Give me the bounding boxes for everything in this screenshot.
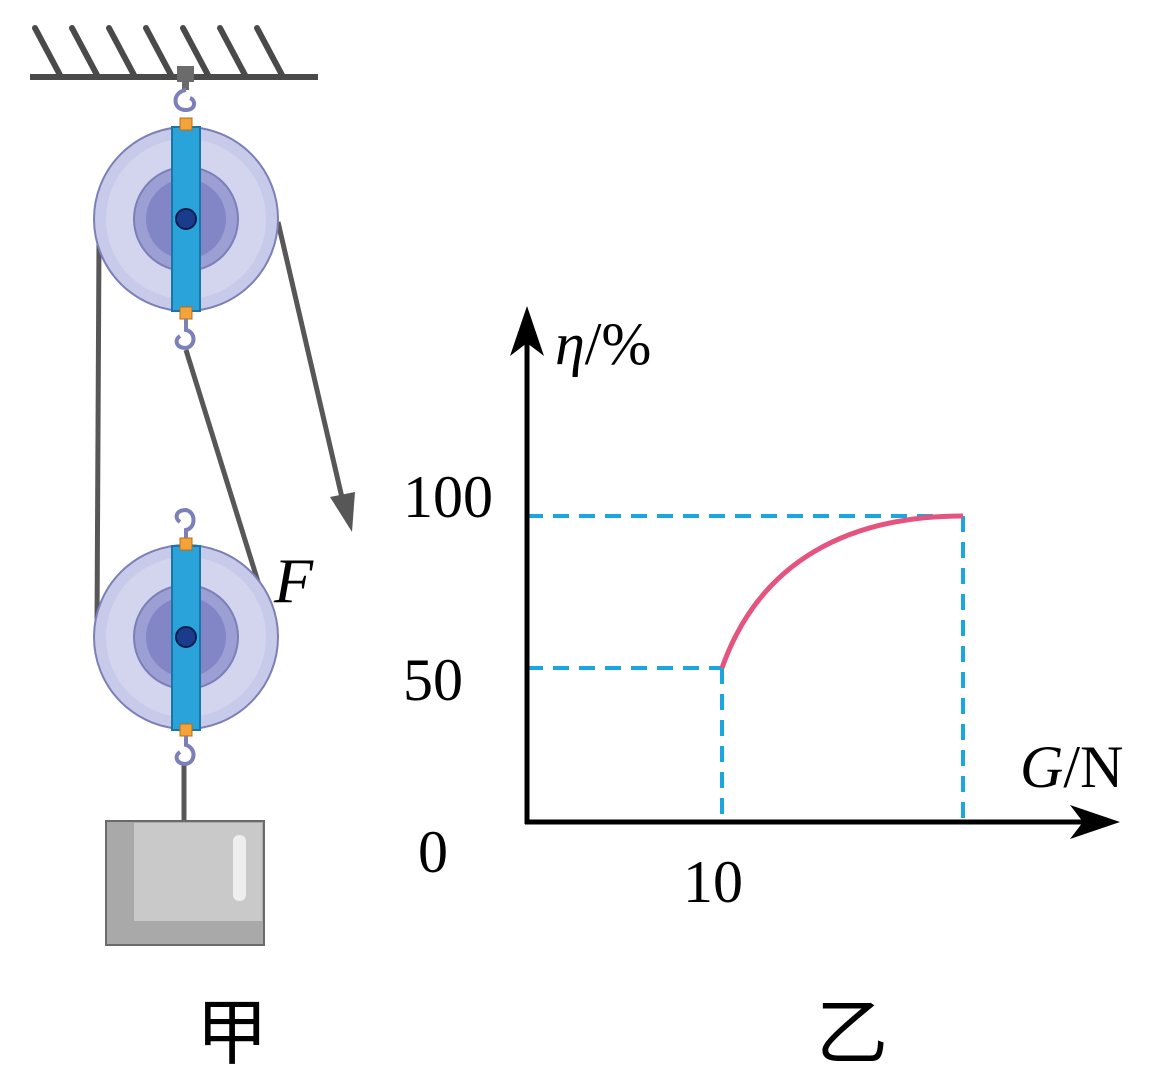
- origin-label: 0: [418, 819, 448, 885]
- efficiency-curve: [719, 513, 964, 669]
- weight-block-icon: [105, 820, 265, 946]
- y-axis-unit: /%: [585, 311, 652, 377]
- axes: [510, 306, 1120, 839]
- y-tick-50: 50: [403, 647, 463, 713]
- y-axis-arrow-icon: [510, 306, 544, 356]
- efficiency-chart: η/% G/N 100 50 0 10 乙: [403, 306, 1123, 1075]
- fixed-pulley-icon: [93, 88, 279, 351]
- ceiling-hatch-icon: [30, 25, 318, 90]
- x-axis-arrow-icon: [1070, 805, 1120, 839]
- x-axis-symbol: G: [1020, 734, 1063, 800]
- caption-left: 甲: [196, 991, 268, 1075]
- force-arrow-icon: [275, 221, 355, 532]
- caption-right: 乙: [816, 991, 888, 1075]
- y-tick-100: 100: [403, 464, 493, 530]
- y-axis-symbol: η: [555, 311, 585, 377]
- x-axis-label: G/N: [1020, 734, 1123, 800]
- movable-pulley-icon: [93, 507, 279, 767]
- guide-lines: [527, 514, 965, 822]
- force-label: F: [273, 545, 314, 616]
- x-axis-unit: /N: [1063, 734, 1123, 800]
- y-axis-label: η/%: [555, 311, 651, 377]
- x-tick-10: 10: [683, 849, 743, 915]
- rope: [94, 239, 262, 822]
- pulley-system: F: [30, 25, 355, 1075]
